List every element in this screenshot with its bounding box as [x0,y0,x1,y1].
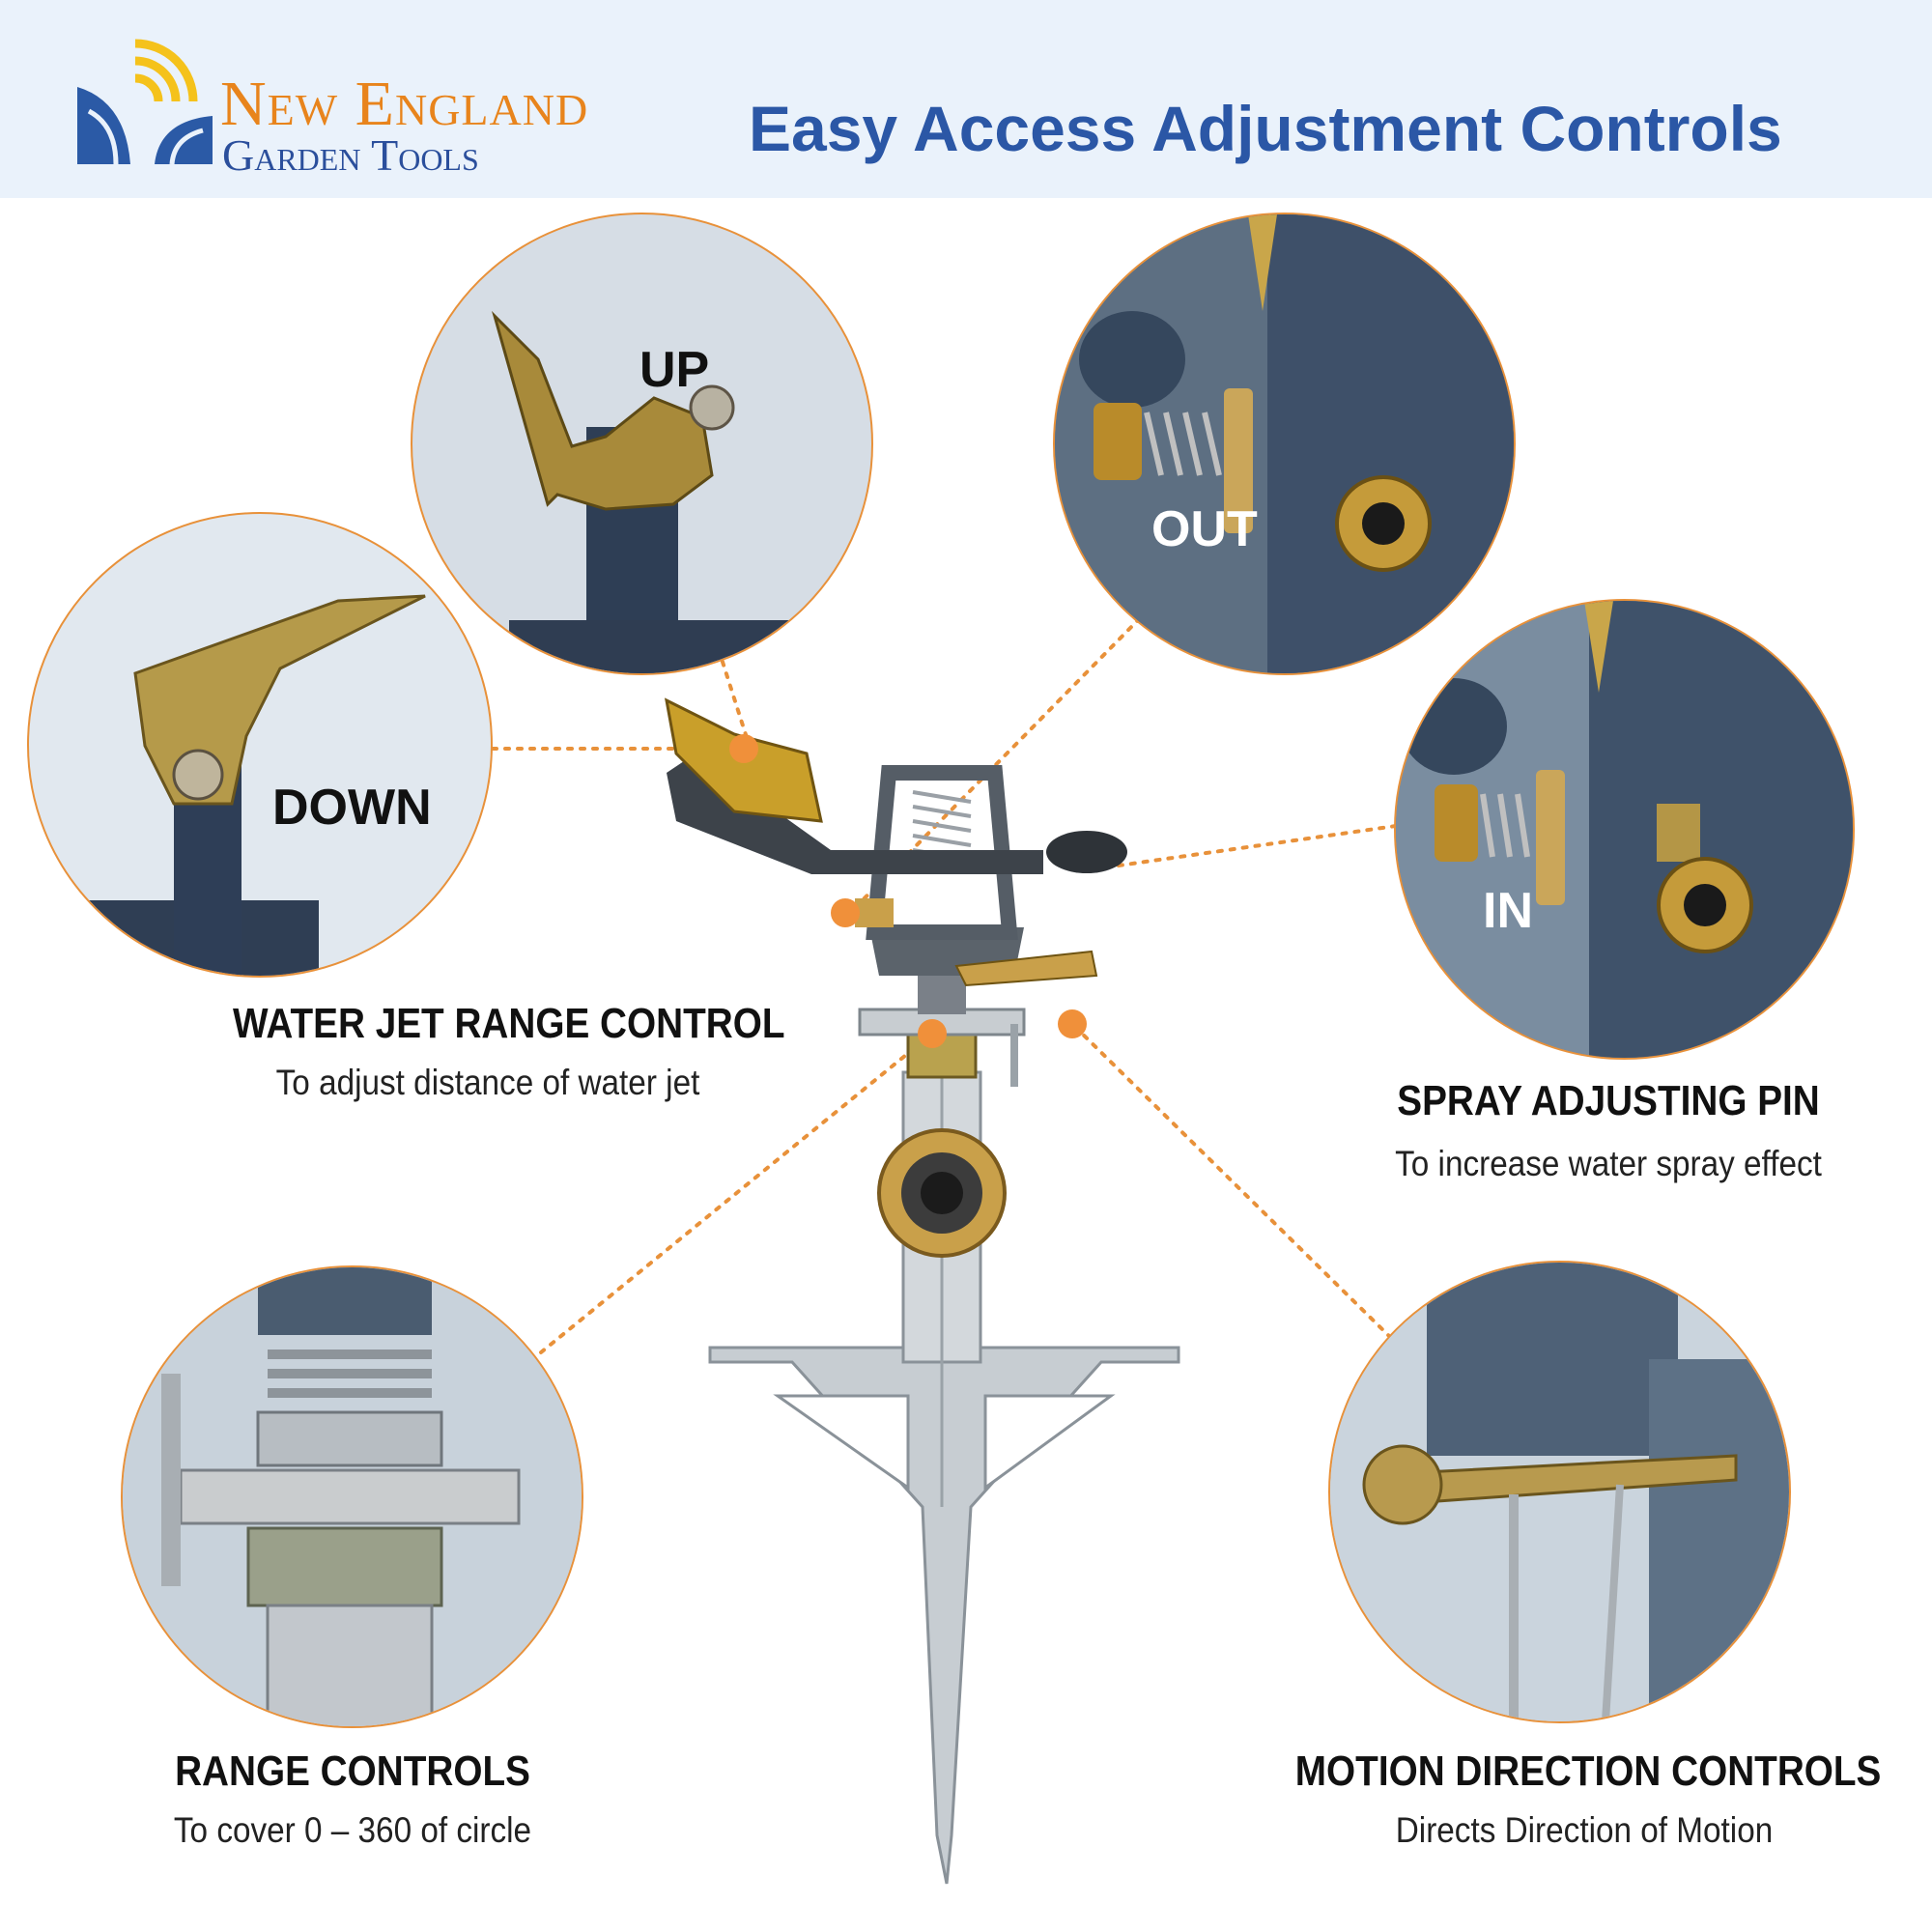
brand-logo: New England Garden Tools [68,34,647,179]
feature-title-water-jet: WATER JET RANGE CONTROL [233,1000,785,1047]
feature-subtitle-spray-pin: To increase water spray effect [1395,1144,1822,1183]
header-band [0,0,1932,198]
page-title: Easy Access Adjustment Controls [749,93,1782,164]
callout-label-down: DOWN [272,780,432,836]
feature-subtitle-water-jet: To adjust distance of water jet [275,1063,700,1102]
detail-circle-up: UP [411,213,873,675]
logo-mark-icon [77,39,213,165]
spray-pin-in-icon [1396,601,1853,1058]
deflector-up-icon [491,310,799,673]
spray-pin-out-icon [1055,214,1514,673]
callout-label-in: IN [1483,883,1533,939]
sprinkler-illustration [664,697,1180,1885]
detail-circle-range [121,1265,583,1728]
feature-title-motion: MOTION DIRECTION CONTROLS [1294,1747,1882,1795]
range-collar-icon [123,1267,582,1726]
detail-circle-down: DOWN [27,512,493,978]
brand-name-line1: New England [220,69,589,139]
callout-label-out: OUT [1151,501,1258,557]
feature-title-spray-pin: SPRAY ADJUSTING PIN [1397,1077,1820,1124]
detail-circle-in: IN [1394,599,1855,1060]
callout-dot-deflector [729,734,758,763]
deflector-down-icon [29,594,426,976]
detail-circle-out: OUT [1053,213,1516,675]
feature-title-range: RANGE CONTROLS [175,1747,530,1795]
feature-subtitle-range: To cover 0 – 360 of circle [173,1810,532,1850]
brand-name-line2: Garden Tools [222,130,479,180]
callout-dot-reverse [1058,1009,1087,1038]
feature-subtitle-motion: Directs Direction of Motion [1395,1810,1774,1850]
callout-dot-nozzle [831,898,860,927]
callout-label-up: UP [639,342,710,398]
callout-dot-bearing [918,1019,947,1048]
detail-circle-motion [1328,1261,1791,1723]
reversing-lever-icon [1330,1263,1789,1721]
